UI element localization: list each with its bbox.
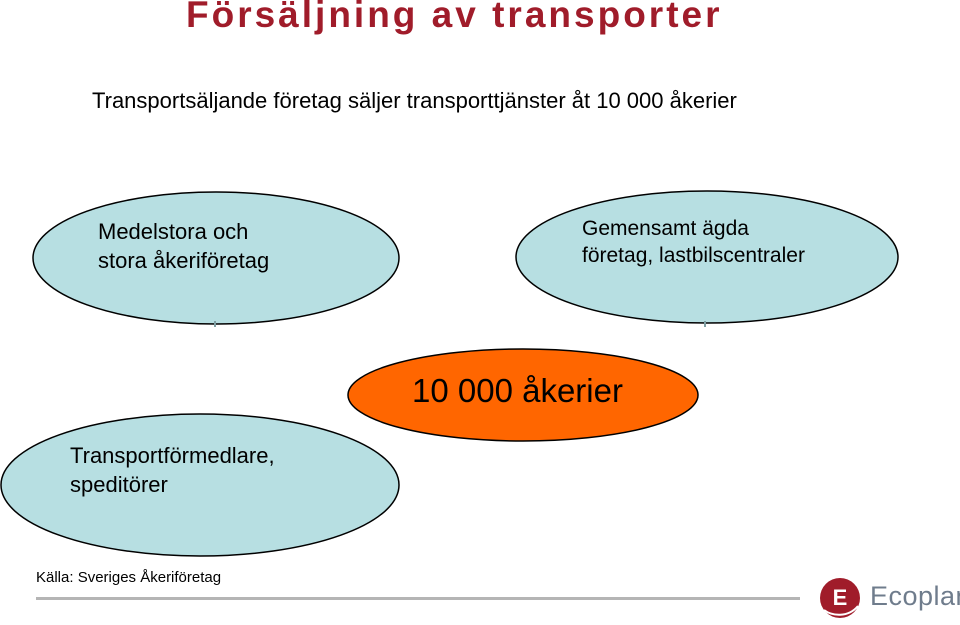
ecoplan-wordmark: Ecoplan bbox=[870, 581, 960, 611]
footer-divider bbox=[36, 597, 800, 600]
node-freight-forwarders-ellipse bbox=[0, 413, 400, 557]
ecoplan-logo: E Ecoplan bbox=[818, 576, 960, 622]
node-hauliers-label: 10 000 åkerier bbox=[412, 371, 623, 411]
ecoplan-logo-icon: E bbox=[820, 578, 860, 618]
node-medium-large-haulage-label: Medelstora och stora åkeriföretag bbox=[98, 218, 269, 275]
node-freight-forwarders-line-2: speditörer bbox=[70, 471, 168, 497]
node-joint-owned-line-2: företag, lastbilscentraler bbox=[582, 243, 805, 267]
logo-mark-letter: E bbox=[833, 585, 848, 610]
page-subtitle: Transportsäljande företag säljer transpo… bbox=[92, 88, 737, 113]
node-joint-owned-line-1: Gemensamt ägda bbox=[582, 217, 749, 240]
logo-mark-swoosh bbox=[823, 605, 859, 616]
source-note: Källa: Sveriges Åkeriföretag bbox=[36, 569, 222, 586]
logo-mark-circle bbox=[820, 578, 860, 618]
node-joint-owned-companies-ellipse bbox=[515, 190, 899, 324]
node-hauliers-text: 10 000 åkerier bbox=[412, 372, 623, 409]
node-hauliers-ellipse bbox=[347, 348, 699, 442]
page-title: Försäljning av transporter bbox=[186, 0, 723, 35]
node-medium-large-line-2: stora åkeriföretag bbox=[98, 247, 270, 273]
node-joint-owned-companies-label: Gemensamt ägda företag, lastbilscentrale… bbox=[582, 216, 805, 269]
node-freight-forwarders-line-1: Transportförmedlare, bbox=[70, 443, 275, 468]
node-medium-large-line-1: Medelstora och bbox=[98, 219, 249, 244]
node-freight-forwarders-label: Transportförmedlare, speditörer bbox=[70, 442, 275, 499]
